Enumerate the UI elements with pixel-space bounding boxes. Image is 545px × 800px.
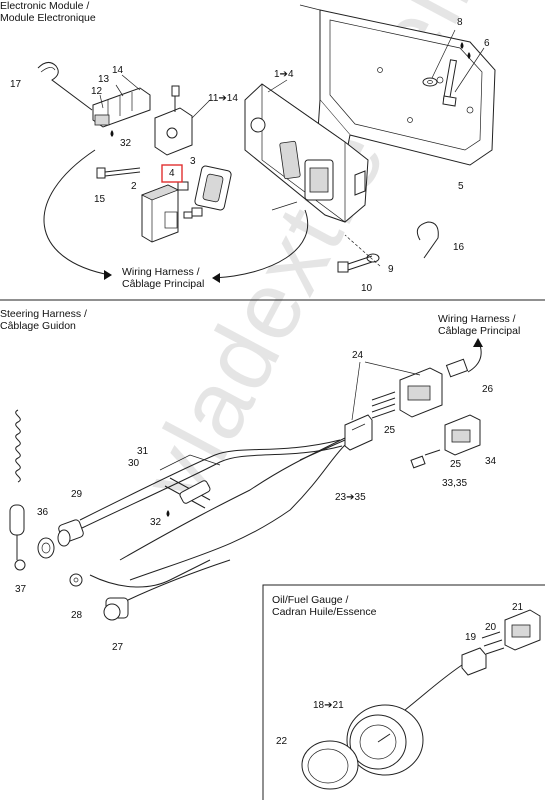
drop-icon-8 <box>460 42 464 49</box>
terminal-33 <box>410 455 426 469</box>
callout-25a: 25 <box>384 425 396 436</box>
callout-19: 19 <box>465 632 477 643</box>
gauge-wire <box>404 664 463 711</box>
drop-icon-32a <box>110 130 114 137</box>
callout-37: 37 <box>15 584 27 595</box>
coiled-tether-37 <box>9 409 26 571</box>
callout-3: 3 <box>190 156 196 167</box>
pin-25b <box>424 449 441 456</box>
pins-20 <box>481 631 505 655</box>
callout-21: 21 <box>512 602 524 613</box>
connector-21 <box>504 609 541 651</box>
fuse-holder-2 <box>141 184 179 243</box>
callout-31: 31 <box>137 446 149 457</box>
callout-10: 10 <box>361 283 373 294</box>
callout-32b: 32 <box>150 517 162 528</box>
cap-36 <box>37 537 55 559</box>
connector-19 <box>461 647 487 676</box>
callout-1-4: 1➔4 <box>274 69 294 80</box>
washer-9 <box>366 253 380 263</box>
gauge-section-frame <box>262 584 545 800</box>
callout-2: 2 <box>131 181 137 192</box>
relay-11-14 <box>154 85 193 156</box>
callout-8: 8 <box>457 17 463 28</box>
bolt-10 <box>337 255 373 273</box>
connector-12-13 <box>92 87 151 128</box>
callout-24: 24 <box>352 350 364 361</box>
harness-arc-left <box>43 149 111 276</box>
callout-32a: 32 <box>120 138 132 149</box>
highlight-box-4 <box>161 164 183 183</box>
connector-34 <box>444 414 481 456</box>
callout-18-21: 18➔21 <box>313 700 344 711</box>
connector-24 <box>399 367 443 418</box>
heading-electronic-module: Electronic Module / Module Electronique <box>0 0 96 24</box>
heading-oil-fuel-gauge: Oil/Fuel Gauge / Cadran Huile/Essence <box>272 594 377 618</box>
callout-11-14: 11➔14 <box>208 93 238 104</box>
fuse-cover-3 <box>194 165 232 211</box>
callout-23-35: 23➔35 <box>335 492 366 503</box>
label-wiring-harness-right: Wiring Harness / Câblage Principal <box>438 313 521 337</box>
callout-25b: 25 <box>450 459 462 470</box>
pins-25 <box>371 391 396 419</box>
callout-36: 36 <box>37 507 49 518</box>
fuse-4 <box>177 181 203 219</box>
washer-7 <box>422 77 438 87</box>
callout-16: 16 <box>453 242 465 253</box>
callout-20: 20 <box>485 622 497 633</box>
callout-12: 12 <box>91 86 103 97</box>
screw-15 <box>96 167 141 179</box>
electronic-module-body <box>244 83 369 223</box>
lock-26 <box>445 358 469 378</box>
harness-wires <box>79 437 346 601</box>
callout-27: 27 <box>112 642 124 653</box>
callout-4: 4 <box>169 168 175 179</box>
drop-icon-6 <box>467 52 471 59</box>
bezel-22 <box>301 740 359 790</box>
callout-33-35: 33,35 <box>442 478 468 489</box>
wire-sleeve-31 <box>179 480 211 504</box>
callout-13: 13 <box>98 74 110 85</box>
callout-26: 26 <box>482 384 494 395</box>
callout-34: 34 <box>485 456 497 467</box>
callout-15: 15 <box>94 194 106 205</box>
sensor-27 <box>103 597 129 621</box>
ground-lug-28 <box>69 573 83 587</box>
callout-17: 17 <box>10 79 22 90</box>
callout-28: 28 <box>71 610 83 621</box>
callout-29: 29 <box>71 489 83 500</box>
gauge-body-18-21 <box>346 704 424 776</box>
callout-5: 5 <box>458 181 464 192</box>
callout-22: 22 <box>276 736 288 747</box>
tie-strap-16 <box>416 221 439 259</box>
tie-strap-17 <box>37 62 93 111</box>
switch-29 <box>57 519 84 547</box>
heading-steering-harness: Steering Harness / Câblage Guidon <box>0 308 87 332</box>
callout-30: 30 <box>128 458 140 469</box>
label-wiring-harness-top: Wiring Harness / Câblage Principal <box>122 266 205 290</box>
connector-housing-25 <box>344 414 373 451</box>
drop-icon-32b <box>166 510 170 517</box>
bolt-6 <box>442 59 458 107</box>
callout-9: 9 <box>388 264 394 275</box>
harness-arc-right <box>213 209 309 279</box>
callout-6: 6 <box>484 38 490 49</box>
callout-14: 14 <box>112 65 124 76</box>
